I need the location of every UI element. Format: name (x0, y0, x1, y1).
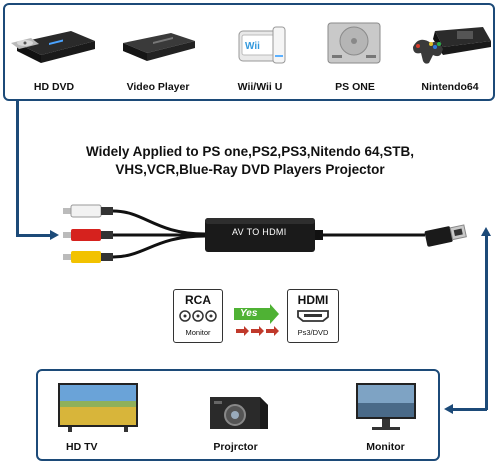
output-devices-panel: HD TV Projrctor Monitor (36, 369, 440, 461)
source-label: Nintendo64 (421, 81, 479, 93)
rca-yellow-plug (63, 251, 113, 263)
output-device-monitor: Monitor (338, 377, 433, 457)
output-label: HD TV (66, 441, 98, 453)
monitor-icon (356, 383, 416, 430)
rca-badge: RCA Monitor (173, 289, 223, 343)
output-label: Monitor (366, 441, 405, 453)
rca-red-plug (63, 229, 113, 241)
svg-text:Wii: Wii (245, 41, 260, 52)
source-label: PS ONE (335, 81, 375, 93)
yes-indicator: Yes (232, 304, 280, 324)
source-device-video-player: Video Player (113, 13, 203, 99)
source-label: Wii/Wii U (237, 81, 283, 93)
source-label: HD DVD (33, 81, 75, 93)
hdmi-badge: HDMI Ps3/DVD (287, 289, 339, 343)
yes-label: Yes (240, 308, 258, 319)
video-player-icon (123, 33, 195, 61)
source-devices-panel: HD DVD Video Player Wii Wii/Wii U (3, 3, 495, 101)
rca-jacks-icon (179, 310, 217, 322)
hdmi-plug (424, 224, 467, 247)
nintendo64-console-icon (413, 27, 491, 64)
red-direction-arrows-icon (236, 326, 279, 336)
converter-box-label: AV TO HDMI (232, 227, 287, 237)
projector-icon (210, 397, 268, 429)
hd-tv-icon (58, 383, 138, 432)
wii-console-icon: Wii (238, 26, 286, 64)
source-connector-line (16, 234, 52, 237)
hdmi-badge-sub: Ps3/DVD (297, 328, 329, 337)
source-device-wii: Wii Wii/Wii U (215, 13, 305, 99)
arrow-up-icon (481, 227, 491, 236)
headline-line-1: Widely Applied to PS one,PS2,PS3,Nitendo… (86, 144, 414, 159)
output-connector-line (485, 234, 488, 410)
rca-white-plug (63, 204, 113, 218)
source-device-nintendo64: Nintendo64 (405, 13, 495, 99)
compatibility-headline: Widely Applied to PS one,PS2,PS3,Nitendo… (0, 143, 500, 179)
source-label: Video Player (126, 81, 190, 93)
output-device-projector: Projrctor (188, 377, 283, 457)
output-label: Projrctor (213, 441, 258, 453)
rca-badge-sub: Monitor (185, 328, 211, 337)
yes-arrow-icon (234, 304, 279, 324)
ps-one-console-icon (327, 22, 381, 64)
rca-badge-title: RCA (185, 293, 211, 307)
arrow-left-icon (444, 404, 453, 414)
hdmi-badge-title: HDMI (297, 293, 329, 307)
output-connector-line (452, 408, 487, 411)
av-to-hdmi-converter-cable (63, 204, 467, 263)
source-device-ps-one: PS ONE (310, 13, 400, 99)
output-device-hd-tv: HD TV (50, 377, 145, 457)
headline-line-2: VHS,VCR,Blue-Ray DVD Players Projector (115, 162, 385, 177)
hd-dvd-player-icon (11, 31, 95, 63)
source-device-hd-dvd: HD DVD (9, 13, 99, 99)
hdmi-port-icon (297, 310, 329, 322)
source-connector-line (16, 101, 19, 236)
arrow-right-icon (50, 230, 59, 240)
